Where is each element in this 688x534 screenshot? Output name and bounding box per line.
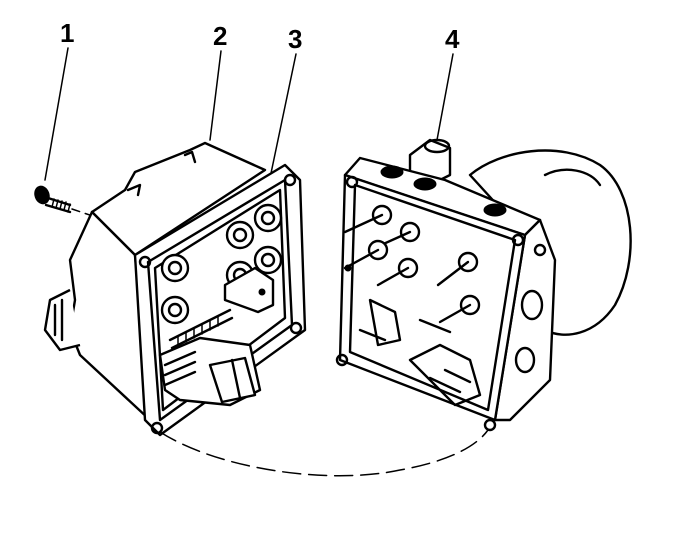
valve-stems: [343, 204, 481, 324]
callout-label-3: 3: [288, 24, 302, 54]
leader-line-4: [436, 53, 454, 141]
alignment-arc: [159, 429, 489, 477]
callout-label-2: 2: [213, 21, 227, 51]
callout-label-4: 4: [445, 24, 460, 54]
leader-line-3: [269, 53, 297, 179]
control-module-part-2: [43, 141, 307, 437]
coil-bosses: [160, 203, 283, 325]
leader-line-1: [44, 47, 69, 181]
callout-label-1: 1: [60, 18, 74, 48]
leader-line-2: [209, 50, 222, 141]
hydraulic-modulator-part-4: [335, 138, 632, 432]
